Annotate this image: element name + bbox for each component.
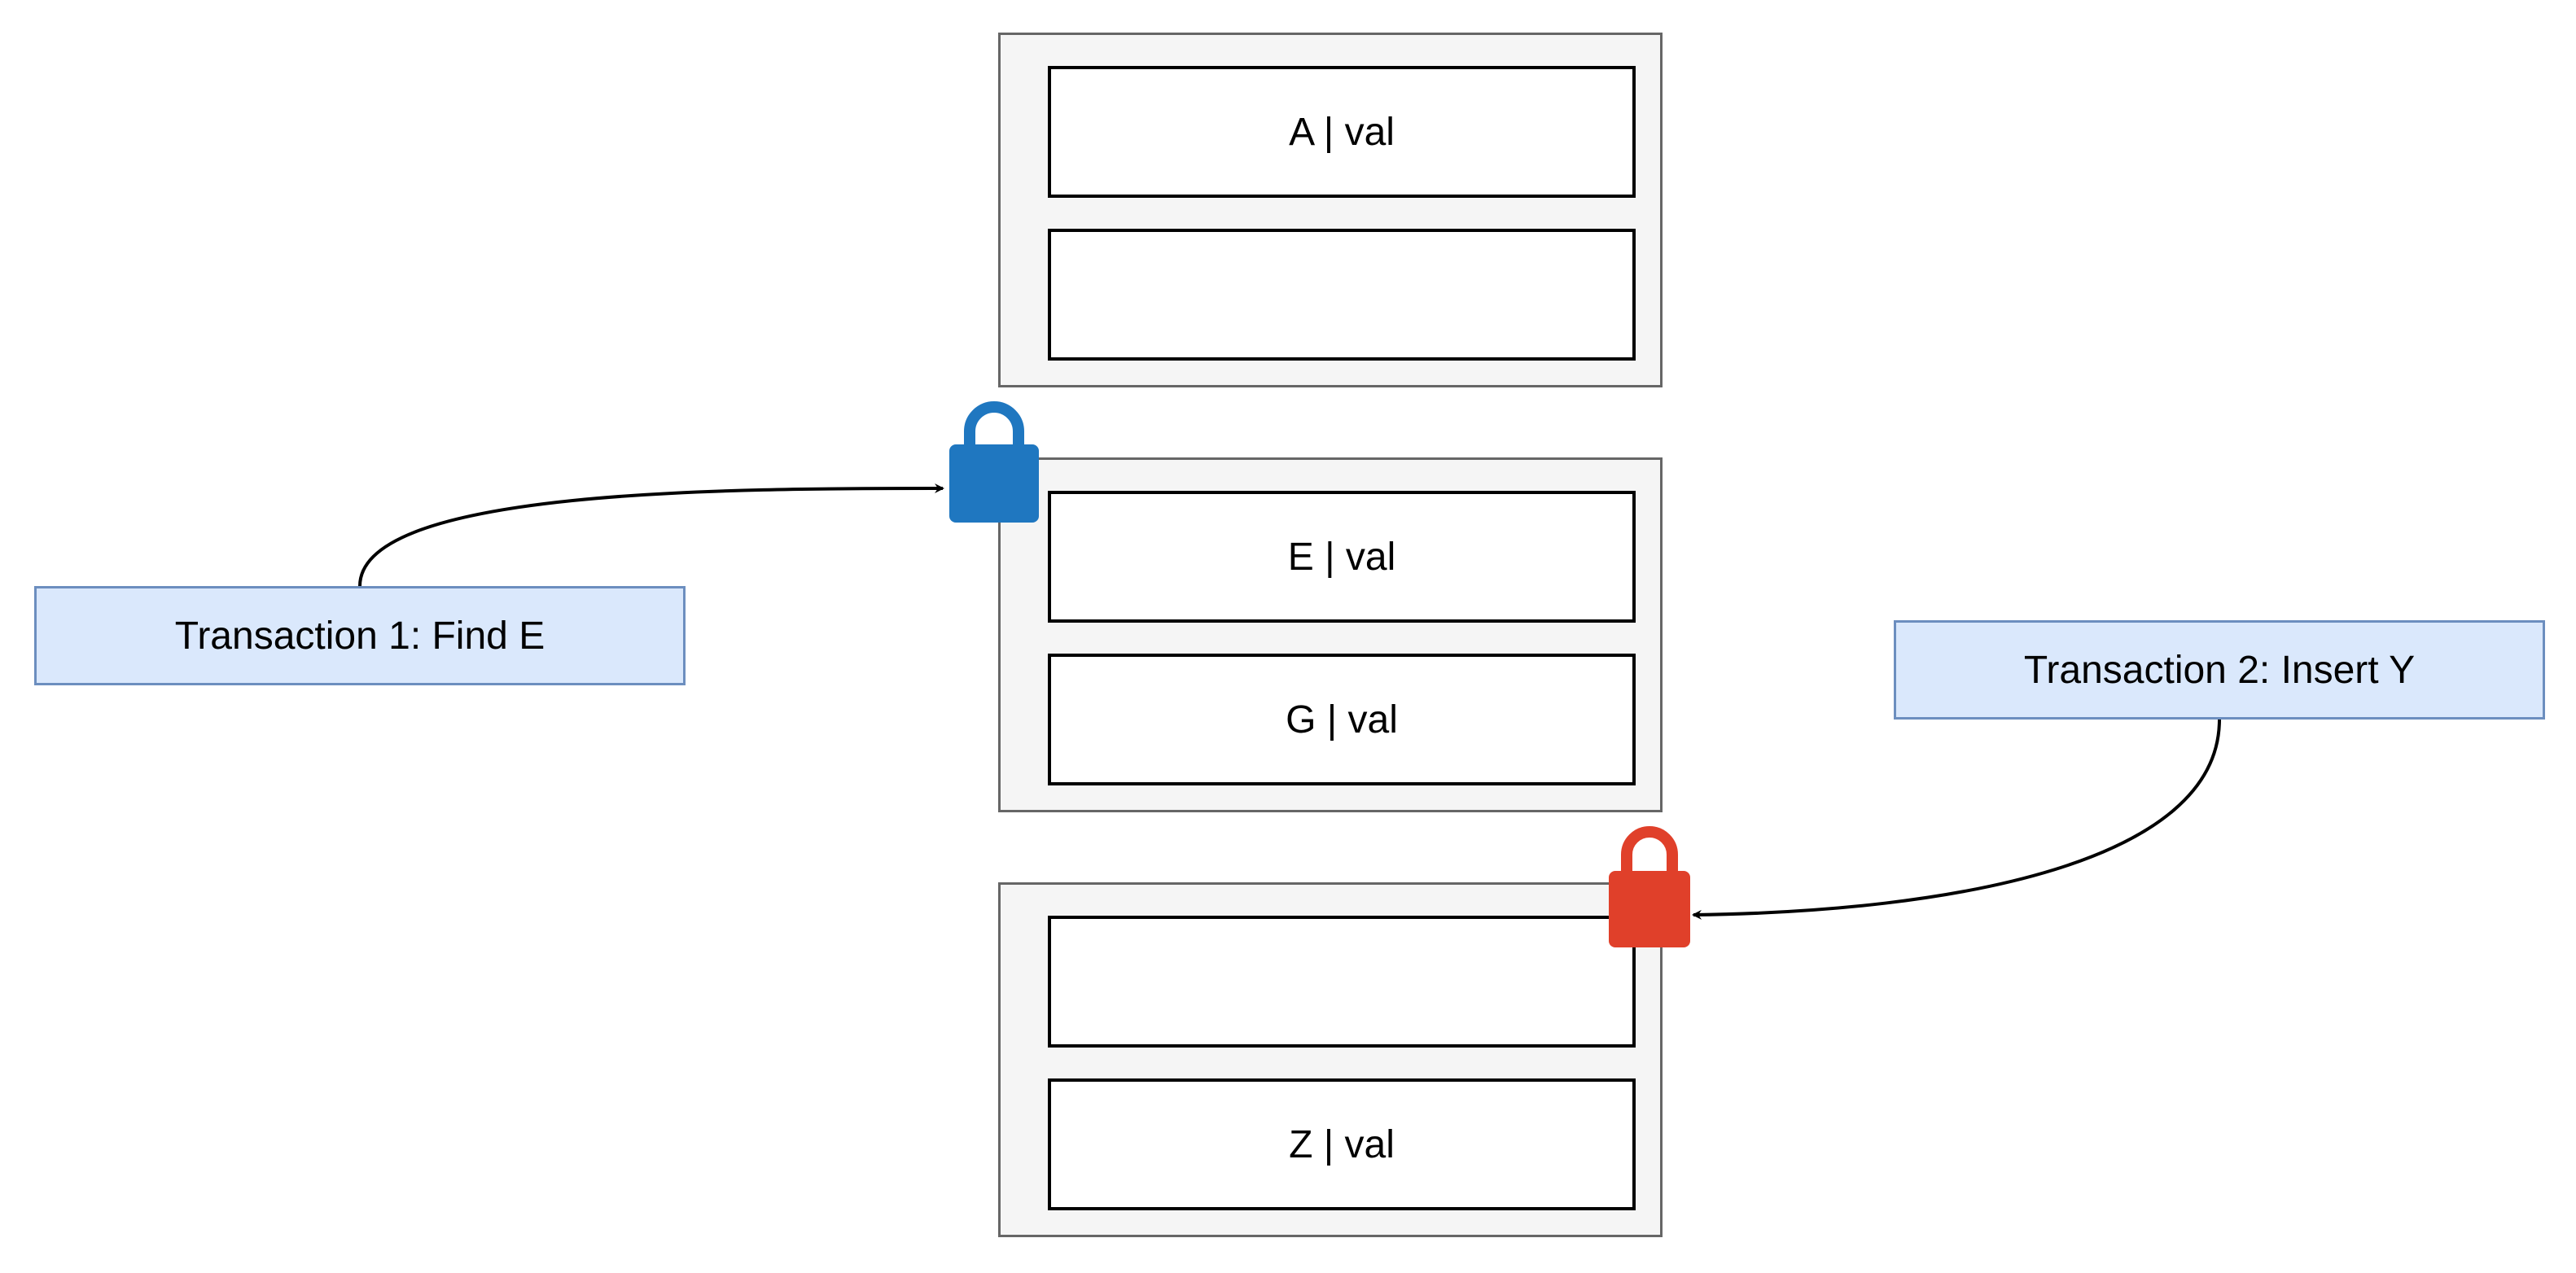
slot-e: E | val xyxy=(1048,491,1636,623)
page-3: Z | val xyxy=(998,882,1663,1237)
padlock-icon-blue xyxy=(949,401,1039,523)
slot-z: Z | val xyxy=(1048,1078,1636,1210)
txn1-arrow xyxy=(358,483,944,587)
transaction-2-box: Transaction 2: Insert Y xyxy=(1894,620,2545,720)
slot-g: G | val xyxy=(1048,654,1636,785)
txn2-arrow xyxy=(1692,719,2221,920)
padlock-icon-red xyxy=(1609,826,1690,947)
transaction-1-box: Transaction 1: Find E xyxy=(34,586,686,685)
page-1: A | val xyxy=(998,33,1663,387)
page-2: E | val G | val xyxy=(998,457,1663,812)
slot-empty-1 xyxy=(1048,229,1636,361)
slot-a: A | val xyxy=(1048,66,1636,198)
slot-empty-2 xyxy=(1048,916,1636,1048)
